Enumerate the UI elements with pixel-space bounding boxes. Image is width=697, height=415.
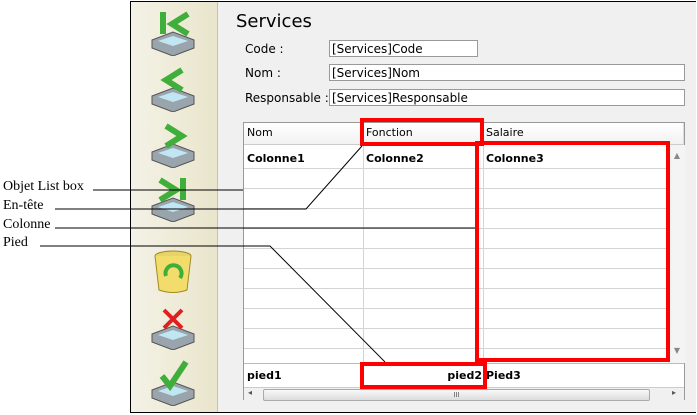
column-highlight (475, 141, 670, 362)
code-field[interactable]: [Services]Code (329, 40, 478, 57)
validate-icon[interactable] (148, 360, 198, 406)
footer-1: pied1 (247, 369, 282, 382)
nom-label: Nom : (245, 66, 281, 80)
footer-highlight (360, 362, 487, 389)
annotation-column: Colonne (3, 217, 51, 232)
annotation-listbox: Objet List box (3, 179, 84, 194)
annotation-footer: Pied (3, 235, 28, 250)
responsable-label: Responsable : (245, 91, 329, 105)
scroll-thumb[interactable]: III (263, 389, 650, 401)
column2-cell[interactable]: Colonne2 (366, 152, 424, 165)
first-record-icon[interactable] (148, 10, 198, 56)
footer-3: Pied3 (486, 369, 521, 382)
header-nom[interactable]: Nom (244, 123, 363, 145)
header-highlight (360, 118, 484, 146)
trash-icon[interactable] (148, 248, 198, 294)
column1-cell[interactable]: Colonne1 (247, 152, 305, 165)
column3-cell[interactable]: Colonne3 (486, 152, 544, 165)
delete-record-icon[interactable] (148, 304, 198, 350)
form-title: Services (236, 11, 312, 32)
annotation-header: En-tête (3, 198, 44, 213)
list-box[interactable]: Nom Fonction Salaire Colonne1 Colonne2 C… (243, 122, 685, 401)
code-label: Code : (245, 42, 284, 56)
nom-field[interactable]: [Services]Nom (329, 64, 685, 81)
next-record-icon[interactable] (148, 122, 198, 168)
footer-2: pied2 (447, 369, 482, 382)
previous-record-icon[interactable] (148, 66, 198, 112)
responsable-field[interactable]: [Services]Responsable (329, 89, 685, 106)
toolbar-sidebar (131, 2, 218, 412)
